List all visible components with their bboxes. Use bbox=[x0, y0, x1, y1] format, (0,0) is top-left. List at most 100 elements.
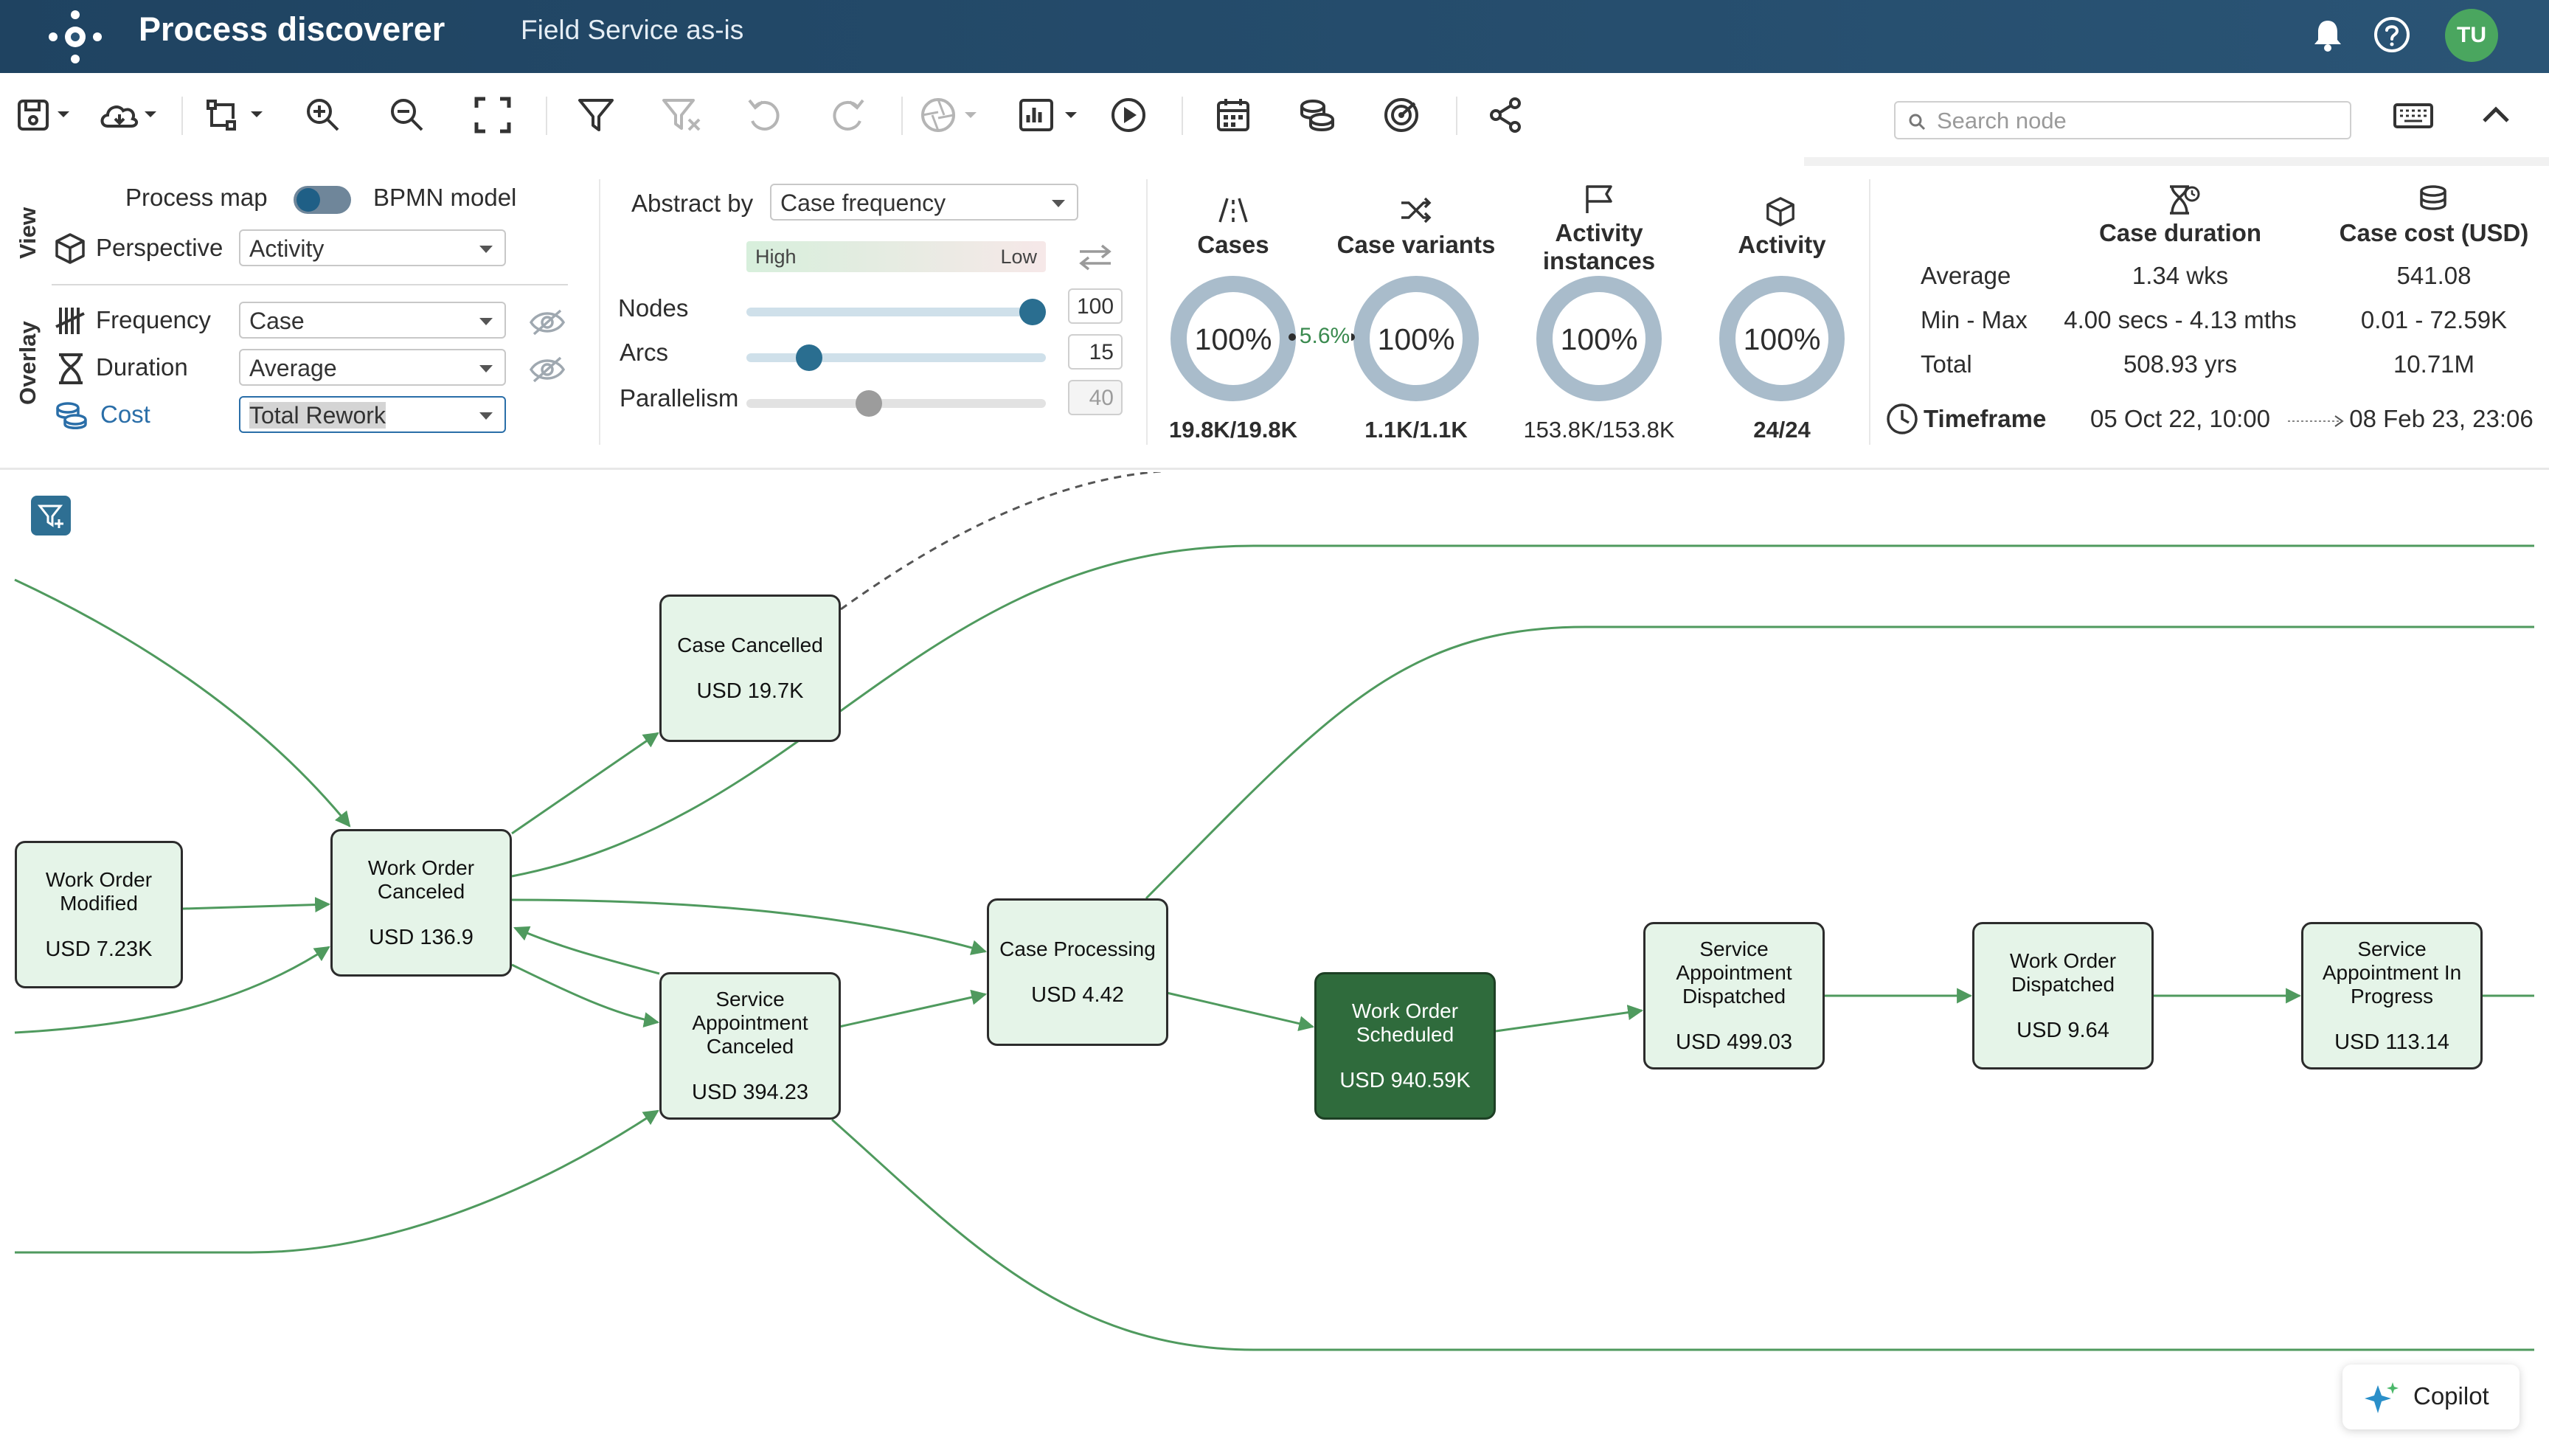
coins-icon-cost bbox=[56, 402, 87, 429]
cloud-icon[interactable] bbox=[97, 91, 168, 139]
kpi-activity-title: Activity bbox=[1738, 231, 1826, 258]
user-avatar[interactable]: TU bbox=[2445, 9, 2498, 62]
fit-screen-icon[interactable] bbox=[474, 91, 512, 139]
nodes-value-input[interactable]: 100 bbox=[1068, 288, 1123, 324]
parallelism-value-input[interactable]: 40 bbox=[1068, 380, 1123, 415]
coins-icon[interactable] bbox=[1298, 91, 1336, 139]
cube-icon bbox=[55, 233, 85, 264]
nodes-slider-handle[interactable] bbox=[1019, 299, 1046, 325]
clock-icon bbox=[1887, 403, 1918, 434]
frequency-select[interactable]: Case bbox=[239, 302, 506, 339]
edge-canceled-to-case-processing bbox=[511, 898, 988, 955]
layout-icon[interactable] bbox=[205, 91, 271, 139]
node-service-appointment-in-progress[interactable]: Service Appointment In Progress USD 113.… bbox=[2301, 922, 2483, 1070]
help-icon[interactable] bbox=[2372, 15, 2412, 55]
activity-instances-percent: 100% bbox=[1560, 322, 1638, 356]
swap-icon[interactable] bbox=[1077, 244, 1114, 271]
nodes-slider[interactable] bbox=[746, 308, 1046, 316]
app-logo-icon[interactable] bbox=[47, 9, 103, 65]
edge-canceled-to-top-right bbox=[511, 544, 2534, 878]
app-title: Process discoverer bbox=[139, 10, 445, 48]
activity-instances-donut bbox=[1536, 276, 1662, 401]
activity-instances-value: 153.8K/153.8K bbox=[1523, 417, 1675, 443]
activity-percent: 100% bbox=[1743, 322, 1821, 356]
edge-case-processing-to-top-right bbox=[1145, 625, 2534, 900]
timeframe-label: Timeframe bbox=[1924, 405, 2047, 432]
timeframe-start: 05 Oct 22, 10:00 bbox=[2090, 405, 2270, 432]
duration-total: 508.93 yrs bbox=[2123, 350, 2238, 378]
perspective-select[interactable]: Activity bbox=[239, 229, 506, 266]
dashboard-icon[interactable] bbox=[1018, 91, 1084, 139]
arcs-value-input[interactable]: 15 bbox=[1068, 334, 1123, 370]
project-name[interactable]: Field Service as-is bbox=[521, 15, 744, 45]
zoom-in-icon[interactable] bbox=[304, 91, 342, 139]
bpmn-model-label: BPMN model bbox=[373, 184, 517, 211]
cost-label: Cost bbox=[100, 401, 150, 428]
total-label: Total bbox=[1921, 350, 1972, 378]
parallelism-slider-handle[interactable] bbox=[856, 390, 882, 417]
flag-icon bbox=[1586, 185, 1612, 213]
kpi-activity-instances-title: Activity instances bbox=[1542, 219, 1656, 274]
variants-donut bbox=[1353, 276, 1479, 401]
aperture-icon bbox=[919, 91, 985, 139]
arcs-slider-handle[interactable] bbox=[795, 344, 822, 371]
search-icon bbox=[1909, 114, 1926, 131]
edge-sa-canceled-to-bottom-right bbox=[831, 1118, 2534, 1351]
sparkle-icon bbox=[2365, 1382, 2399, 1413]
case-duration-header: Case duration bbox=[2098, 219, 2262, 246]
node-work-order-canceled[interactable]: Work Order Canceled USD 136.9 bbox=[330, 829, 512, 977]
edge-top-left-to-work-order-canceled bbox=[14, 578, 351, 828]
high-low-scale: High Low bbox=[746, 241, 1046, 272]
active-filter-chip[interactable] bbox=[31, 496, 71, 535]
toolbar bbox=[0, 73, 2549, 157]
calendar-icon[interactable] bbox=[1214, 91, 1252, 139]
zoom-out-icon[interactable] bbox=[388, 91, 426, 139]
node-work-order-modified[interactable]: Work Order Modified USD 7.23K bbox=[15, 841, 183, 988]
arcs-label: Arcs bbox=[620, 339, 668, 366]
edge-canceled-to-sa-canceled bbox=[511, 963, 660, 1028]
play-icon[interactable] bbox=[1109, 91, 1148, 139]
duration-select[interactable]: Average bbox=[239, 349, 506, 386]
view-mode-toggle[interactable] bbox=[294, 186, 351, 214]
node-case-processing[interactable]: Case Processing USD 4.42 bbox=[987, 898, 1168, 1046]
node-service-appointment-canceled[interactable]: Service Appointment Canceled USD 394.23 bbox=[659, 972, 841, 1120]
collapse-icon[interactable] bbox=[2477, 91, 2515, 139]
edge-modified-to-canceled bbox=[182, 897, 331, 913]
node-service-appointment-dispatched[interactable]: Service Appointment Dispatched USD 499.0… bbox=[1643, 922, 1825, 1070]
filter-icon[interactable] bbox=[577, 91, 615, 139]
parallelism-slider[interactable] bbox=[746, 399, 1046, 408]
bell-icon[interactable] bbox=[2309, 16, 2347, 55]
save-icon[interactable] bbox=[15, 91, 81, 139]
node-work-order-dispatched[interactable]: Work Order Dispatched USD 9.64 bbox=[1972, 922, 2154, 1070]
edge-scheduled-to-sa-dispatched bbox=[1495, 1005, 1644, 1033]
eye-off-icon[interactable] bbox=[528, 308, 566, 337]
radar-icon[interactable] bbox=[1382, 91, 1421, 139]
road-icon bbox=[1218, 198, 1248, 223]
tally-icon bbox=[55, 308, 85, 334]
variants-percent: 100% bbox=[1377, 322, 1455, 356]
edge-canceled-to-case-cancelled bbox=[511, 732, 659, 835]
edge-sa-canceled-to-case-processing bbox=[839, 989, 988, 1028]
copilot-button[interactable]: Copilot bbox=[2342, 1365, 2519, 1429]
process-map-canvas[interactable]: Work Order Modified USD 7.23K Work Order… bbox=[0, 472, 2549, 1456]
arcs-slider[interactable] bbox=[746, 353, 1046, 362]
search-node-box[interactable] bbox=[1894, 101, 2351, 139]
timeframe-end: 08 Feb 23, 23:06 bbox=[2349, 405, 2534, 432]
node-case-cancelled[interactable]: Case Cancelled USD 19.7K bbox=[659, 594, 841, 742]
edge-sa-canceled-to-canceled bbox=[513, 926, 660, 975]
activity-donut bbox=[1719, 276, 1845, 401]
edge-left-to-work-order-canceled bbox=[14, 946, 330, 1034]
duration-label: Duration bbox=[96, 353, 188, 381]
overlay-section-label: Overlay bbox=[15, 321, 41, 405]
abstract-by-select[interactable]: Case frequency bbox=[770, 184, 1078, 221]
cases-percent: 100% bbox=[1194, 322, 1272, 356]
keyboard-icon[interactable] bbox=[2393, 91, 2434, 139]
share-icon[interactable] bbox=[1487, 91, 1525, 139]
kpi-variants-title: Case variants bbox=[1336, 231, 1496, 258]
cost-select[interactable]: Total Rework bbox=[239, 396, 506, 433]
edge-bottom-left-to-sa-canceled bbox=[15, 1109, 659, 1254]
node-work-order-scheduled[interactable]: Work Order Scheduled USD 940.59K bbox=[1314, 972, 1496, 1120]
eye-off-icon-duration[interactable] bbox=[528, 355, 566, 384]
cost-average: 541.08 bbox=[2396, 262, 2472, 289]
search-node-input[interactable] bbox=[1937, 107, 2335, 135]
